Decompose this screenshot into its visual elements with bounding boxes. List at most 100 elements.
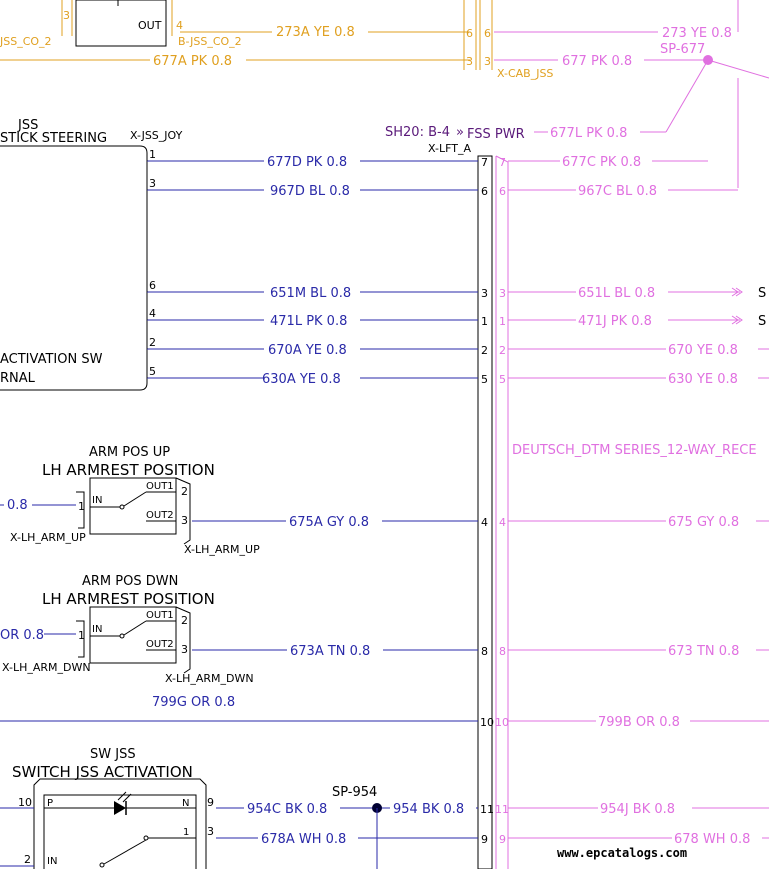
wire-677a-label: 677A PK 0.8: [153, 54, 232, 69]
sw-jss-pin10: 10: [18, 796, 32, 809]
wire-blue-label-bg-5: [264, 370, 360, 384]
sheet-ref-label: SH20: B-4: [385, 125, 450, 140]
pink-pin-7: 7: [499, 156, 506, 169]
wire-678-pink-pin: 9: [499, 833, 506, 846]
connector-x-lft-a: X-LFT_A DEUTSCH_DTM SERIES_12-WAY_RECE: [428, 142, 757, 869]
jss-block: JSS STICK STEERING X-JSS_JOY ACTIVATION …: [0, 118, 183, 391]
wire-954j-label: 954J BK 0.8: [600, 802, 675, 817]
pink-pin-1: 1: [499, 315, 506, 328]
jss-activation-label-2: RNAL: [0, 371, 36, 386]
fss-pwr-label: FSS PWR: [467, 127, 525, 142]
arm-up-switch-contact: [119, 504, 125, 510]
arm-dwn-pin-out-housing: [175, 606, 191, 674]
lft-pin-2: 2: [481, 344, 488, 357]
x-lft-a-mating-housing: [495, 155, 509, 869]
arm-dwn-in-label: IN: [92, 624, 102, 635]
wire-799-pink-pin: 10: [495, 716, 509, 729]
jss-pin-3: 3: [149, 177, 156, 190]
pink-pin-6: 6: [499, 185, 506, 198]
sw-jss-box-inner: [43, 794, 197, 869]
wire-954c-bg: [244, 800, 340, 814]
sheet-ref-arrow: »: [456, 125, 464, 140]
wire-blue-label-bg-3: [264, 312, 360, 326]
wire-954c-label: 954C BK 0.8: [247, 802, 327, 817]
pink-pin-2: 2: [499, 344, 506, 357]
arm-dwn-pin2: 2: [181, 614, 188, 627]
wire-675a-bg: [286, 513, 382, 527]
jss-component-box: [0, 145, 148, 391]
sw-jss-led-ray-1: [117, 791, 127, 801]
top-section: OUT 3 4 JSS_CO_2 B-JSS_CO_2 273A YE 0.8 …: [0, 0, 769, 133]
wire-954-bg: [390, 800, 476, 814]
wire-blue-label-bg-2: [264, 284, 360, 298]
pink-pin-5: 5: [499, 373, 506, 386]
wire-blue-label-bg-0: [264, 153, 360, 167]
wire-blue-label-bg-1: [264, 182, 360, 196]
x-cab-jss-label: X-CAB_JSS: [497, 67, 553, 80]
lft-pin-1: 1: [481, 315, 488, 328]
wire-677-pink-bg: [558, 52, 644, 66]
wire-blue-label-5: 630A YE 0.8: [262, 372, 341, 387]
x-lft-a-label: X-LFT_A: [428, 142, 471, 155]
jss-pin-1: 1: [149, 148, 156, 161]
wire-pink-label-5: 630 YE 0.8: [668, 372, 738, 387]
wire-673a-bg: [287, 642, 383, 656]
wire-273a-label: 273A YE 0.8: [276, 25, 355, 40]
wire-pink-label-bg-0: [560, 153, 652, 167]
wire-blue-label-2: 651M BL 0.8: [270, 286, 351, 301]
wire-273a-label-bg: [272, 24, 368, 38]
wire-673a-lft-pin: 8: [481, 645, 488, 658]
wire-273-pink-label: 273 YE 0.8: [662, 26, 732, 41]
wire-673a-label: 673A TN 0.8: [290, 644, 370, 659]
wire-pink-label-3: 471J PK 0.8: [578, 314, 652, 329]
top-left-pin-number: 3: [63, 9, 70, 22]
sw-jss-box-outer: [33, 778, 207, 869]
wire-675-pink-pin: 4: [499, 516, 506, 529]
wire-blue-label-1: 967D BL 0.8: [270, 184, 350, 199]
deutsch-label: DEUTSCH_DTM SERIES_12-WAY_RECE: [512, 443, 757, 458]
arm-up-left-wire-bg: [4, 497, 32, 511]
arm-up-in-label: IN: [92, 495, 102, 506]
sw-jss-switch-contact: [143, 835, 149, 841]
arm-dwn-conn-right: X-LH_ARM_DWN: [165, 672, 254, 685]
x-lft-a-housing: [477, 155, 493, 869]
top-pin-4: 4: [176, 19, 183, 32]
sw-jss-p-label: P: [47, 798, 53, 809]
arm-up-left-wire-label: 0.8: [7, 498, 28, 513]
arm-dwn-switch-contact: [119, 633, 125, 639]
arm-up-switch-lever: [123, 491, 147, 507]
wire-pink-label-bg-2: [576, 284, 668, 298]
sp-677-branch-down: [665, 59, 709, 133]
watermark: www.epcatalogs.com: [557, 846, 687, 860]
wire-799b-label: 799B OR 0.8: [598, 715, 680, 730]
arm-dwn-pin-in: 1: [78, 629, 85, 642]
wire-677-pink-label: 677 PK 0.8: [562, 54, 632, 69]
wire-677l-bg: [548, 124, 640, 138]
arm-up-out2: OUT2: [146, 510, 174, 521]
sw-jss-label-2: SWITCH JSS ACTIVATION: [12, 763, 193, 781]
jss-pin-5: 5: [149, 365, 156, 378]
wire-799g-label: 799G OR 0.8: [152, 695, 235, 710]
offpage-dest-3: S: [758, 314, 766, 329]
wire-blue-label-3: 471L PK 0.8: [270, 314, 347, 329]
wire-799-lft-pin: 10: [480, 716, 494, 729]
wire-678a-bg: [258, 830, 358, 844]
jss-activation-label-1: ACTIVATION SW: [0, 352, 103, 367]
sw-jss-switch-pivot: [99, 862, 105, 868]
cab-pin-3b: 3: [484, 55, 491, 68]
wire-673-pink-label: 673 TN 0.8: [668, 644, 739, 659]
sp-677-branch-right: [707, 59, 769, 79]
arm-up-conn-right: X-LH_ARM_UP: [184, 543, 260, 556]
sp-954-label: SP-954: [332, 785, 377, 800]
arm-up-conn-left: X-LH_ARM_UP: [10, 531, 86, 544]
arm-up-pin-in: 1: [78, 500, 85, 513]
arm-up-label-1: ARM POS UP: [89, 445, 170, 460]
wire-blue-label-bg-4: [264, 341, 360, 355]
arm-dwn-label-2: LH ARMREST POSITION: [42, 590, 215, 608]
sw-jss-n-label: N: [182, 798, 189, 809]
jss-subtitle: STICK STEERING: [0, 131, 107, 146]
arm-dwn-label-1: ARM POS DWN: [82, 574, 178, 589]
top-component-box: [75, 0, 167, 47]
